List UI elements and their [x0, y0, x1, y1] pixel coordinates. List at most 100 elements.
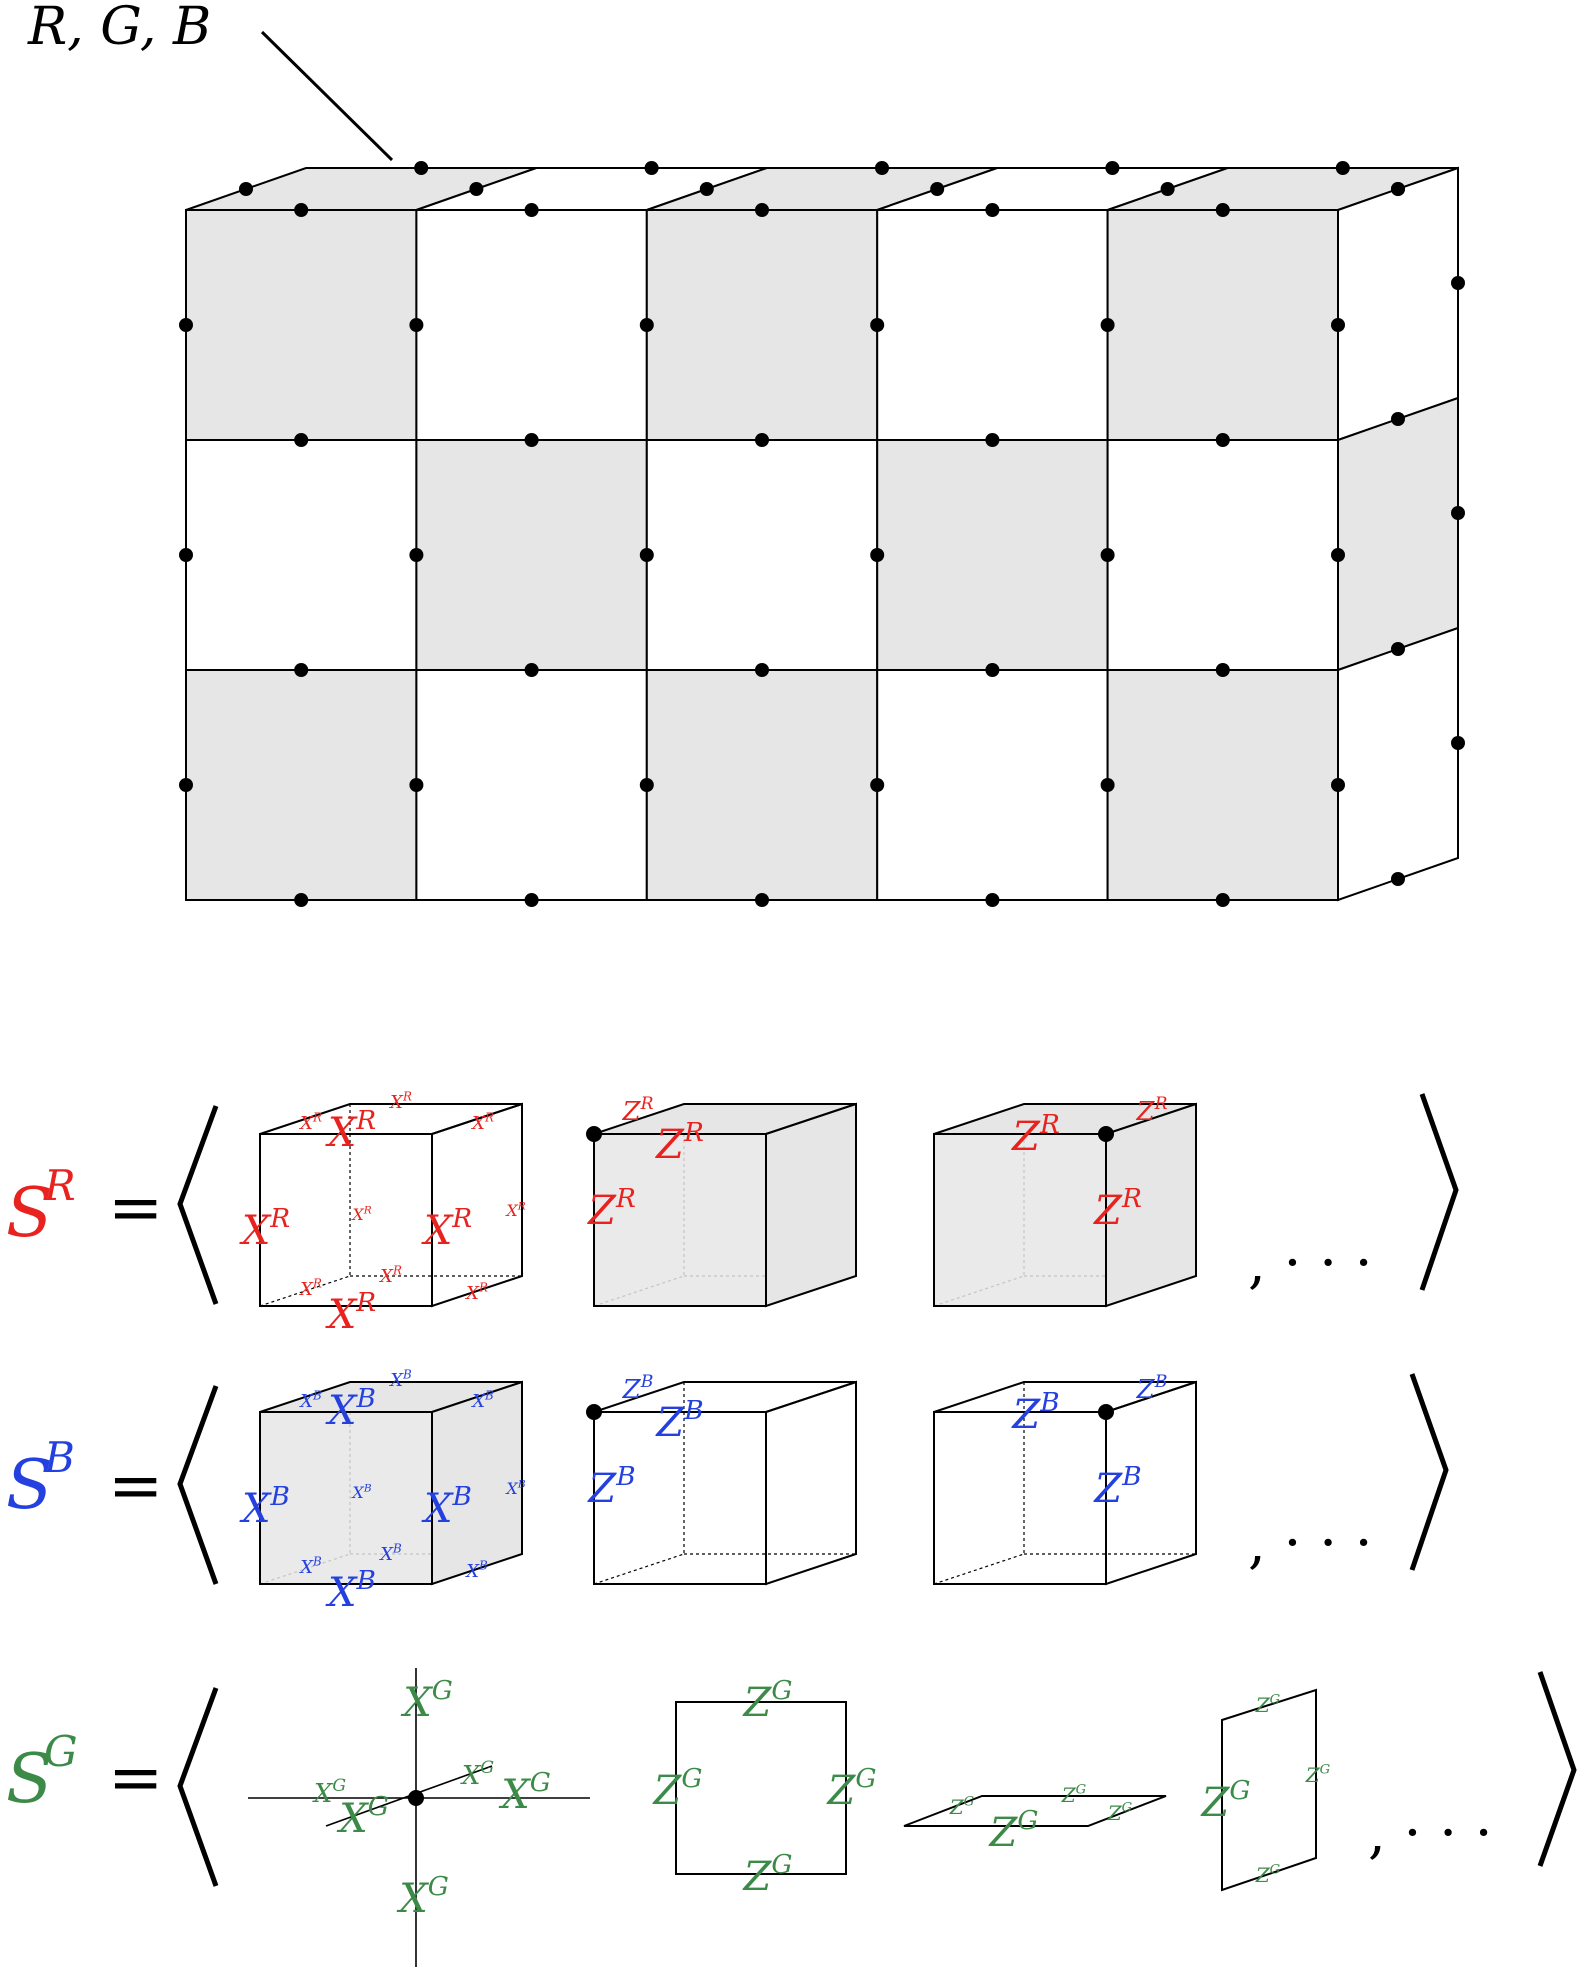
- lattice-right-faces: [1337, 166, 1459, 902]
- cube-front-face: [933, 1133, 1107, 1307]
- x-operator-label: XB: [464, 1558, 488, 1582]
- qubit-dot: [179, 548, 193, 562]
- qubit-dot: [294, 433, 309, 447]
- qubit-dot: [985, 663, 1000, 677]
- cube-front-face: [259, 1133, 433, 1307]
- z-operator-label: ZG: [1107, 1801, 1132, 1825]
- lattice-front-face: [1106, 209, 1339, 441]
- stabilizer-blue-equals: =: [108, 1447, 163, 1524]
- x-operator-label: XG: [396, 1871, 449, 1922]
- x-operator-label: XR: [504, 1200, 525, 1220]
- x-operator-label: XR: [325, 1105, 376, 1156]
- x-operator-label: XB: [470, 1388, 494, 1412]
- x-operator-label: XB: [388, 1367, 412, 1391]
- z-operator-label: ZG: [949, 1795, 974, 1819]
- x-operator-label: XR: [239, 1203, 290, 1254]
- vertex-dot: [586, 1126, 602, 1142]
- vertex-dot: [1098, 1126, 1114, 1142]
- z-operator-label: ZB: [1136, 1372, 1168, 1405]
- qubit-dot: [1105, 161, 1120, 175]
- stabilizer-red-left-bracket: [177, 1105, 219, 1305]
- lattice: R, G, B: [27, 0, 1465, 907]
- qubit-dot: [1160, 182, 1175, 196]
- qubit-dot: [644, 161, 659, 175]
- qubit-dot: [239, 182, 253, 196]
- x-operator-label: XR: [325, 1287, 376, 1338]
- qubit-dot: [409, 778, 424, 792]
- plaquette-outline: [675, 1701, 847, 1875]
- qubit-dot: [639, 778, 654, 792]
- z-operator-label: ZG: [742, 1849, 793, 1900]
- x-operator-label: XR: [298, 1110, 322, 1134]
- qubit-dot: [875, 161, 889, 175]
- x-operator-label: XR: [470, 1110, 494, 1134]
- lattice-side-face: [1337, 166, 1459, 442]
- x-operator-label: XG: [460, 1758, 494, 1791]
- x-operator-label: XB: [378, 1541, 402, 1565]
- qubit-dot: [1391, 872, 1405, 886]
- z-operator-label: ZG: [1255, 1693, 1280, 1717]
- qubit-dot: [639, 318, 654, 332]
- z-operator-label: ZB: [1010, 1387, 1059, 1438]
- lattice-front-face: [645, 439, 879, 671]
- qubit-dot: [699, 182, 714, 196]
- lattice-front-face: [876, 439, 1109, 671]
- qubit-dot: [179, 318, 193, 332]
- lattice-qubits: [179, 161, 1465, 907]
- qubit-dot: [1331, 778, 1345, 792]
- vertex-dot: [408, 1790, 424, 1806]
- x-operator-label: XR: [350, 1204, 371, 1224]
- qubit-dot: [1215, 433, 1230, 447]
- lattice-side-face: [1337, 396, 1459, 672]
- qubit-dot: [1451, 276, 1465, 290]
- lattice-top-faces: [185, 167, 1459, 211]
- lattice-front-face: [185, 669, 418, 901]
- x-operator-label: XB: [325, 1383, 376, 1434]
- z-operator-label: ZG: [1305, 1763, 1330, 1787]
- z-operator-label: ZB: [1092, 1461, 1141, 1512]
- x-operator-label: XG: [498, 1767, 551, 1818]
- qubit-dot: [409, 548, 424, 562]
- z-operator-label: ZR: [654, 1117, 704, 1168]
- hidden-edge: [593, 1553, 685, 1585]
- cube-front-face: [593, 1411, 767, 1585]
- x-operator-label: XR: [464, 1280, 488, 1304]
- lattice-label-pointer: [260, 30, 394, 162]
- stabilizer-green-left-bracket: [177, 1687, 219, 1887]
- qubit-dot: [1331, 318, 1345, 332]
- lattice-front-face: [185, 439, 418, 671]
- lattice-front-face: [645, 209, 879, 441]
- lattice-front-face: [415, 439, 648, 671]
- cube-front-face: [259, 1411, 433, 1585]
- qubit-dot: [1215, 203, 1230, 217]
- cube-side-face: [765, 1102, 857, 1308]
- vertex-dot: [1098, 1404, 1114, 1420]
- qubit-dot: [985, 203, 1000, 217]
- lattice-front-face: [1106, 669, 1339, 901]
- x-operator-label: XB: [298, 1388, 322, 1412]
- x-operator-label: XB: [350, 1482, 371, 1502]
- qubit-dot: [870, 318, 885, 332]
- qubit-dot: [179, 778, 193, 792]
- qubit-dot: [524, 893, 539, 907]
- z-operator-label: ZB: [622, 1372, 654, 1405]
- qubit-dot: [1100, 318, 1115, 332]
- lattice-label: R, G, B: [27, 0, 211, 57]
- x-operator-label: XG: [400, 1675, 453, 1726]
- qubit-dot: [870, 548, 885, 562]
- plaquette-outline: [903, 1795, 1167, 1827]
- stabilizer-green-symbol: S: [6, 1740, 53, 1819]
- stabilizer-blue-right-bracket: [1409, 1373, 1449, 1571]
- x-operator-label: XB: [421, 1481, 472, 1532]
- stabilizer-green-equals: =: [108, 1739, 163, 1816]
- qubit-dot: [524, 433, 539, 447]
- cube-front-face: [593, 1133, 767, 1307]
- lattice-front-face: [1106, 439, 1339, 671]
